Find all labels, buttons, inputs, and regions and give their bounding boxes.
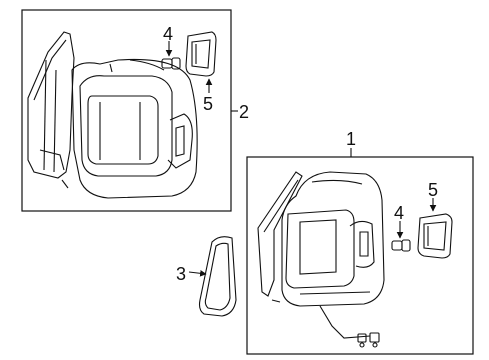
lower-assembly-group: 4 5 xyxy=(246,156,474,355)
callout-5-upper: 5 xyxy=(203,94,213,114)
mirror-glass-leader xyxy=(188,270,207,277)
upper-assembly-group: 4 5 xyxy=(21,9,232,212)
upper-mirror-housing xyxy=(71,58,198,199)
lower-lamp-part xyxy=(417,198,453,259)
upper-assembly-frame xyxy=(21,9,232,212)
lower-mirror-bracket xyxy=(257,171,303,303)
upper-bulb-part xyxy=(161,41,181,70)
callout-4-lower: 4 xyxy=(394,203,404,223)
callout-3: 3 xyxy=(176,264,186,284)
upper-mirror-bracket xyxy=(27,31,75,189)
callout-5-lower: 5 xyxy=(428,180,438,200)
callout-1: 1 xyxy=(346,129,356,149)
mirror-glass-part: 3 xyxy=(176,236,237,317)
lower-bulb-part xyxy=(391,221,411,252)
callout-4-upper: 4 xyxy=(163,24,173,44)
lower-mirror-housing xyxy=(281,171,385,348)
upper-lamp-part xyxy=(185,31,217,93)
callout-2: 2 xyxy=(239,102,249,122)
